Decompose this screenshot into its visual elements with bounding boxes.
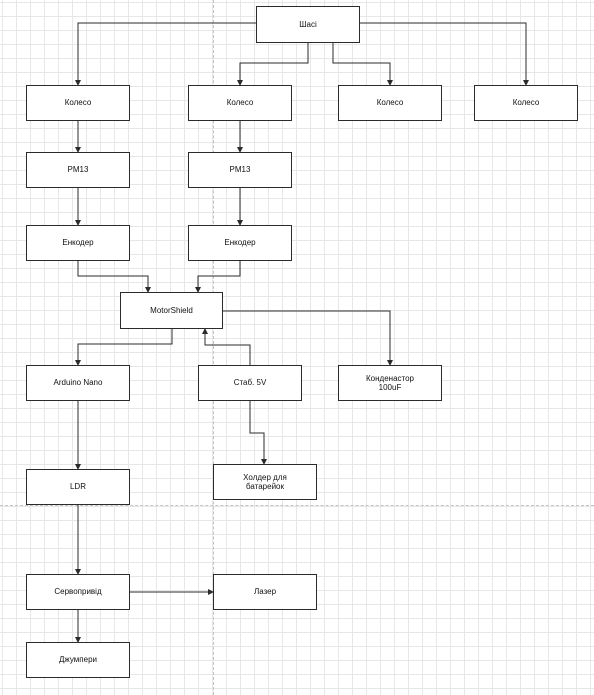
node-ldr: LDR: [26, 469, 130, 505]
edge-encoder1-to-motorshield: [77, 261, 151, 293]
node-motorshield: MotorShield: [120, 292, 223, 329]
node-arduino: Arduino Nano: [26, 365, 130, 401]
edge-stab5v-to-holder: [249, 401, 267, 465]
node-wheel3: Колесо: [338, 85, 442, 121]
edge-motorshield-to-capacitor: [223, 310, 393, 366]
node-stab5v: Стаб. 5V: [198, 365, 302, 401]
page-break-vertical: [213, 0, 214, 695]
node-chassis: Шасі: [256, 6, 360, 43]
node-capacitor: Конденастор 100uF: [338, 365, 442, 401]
edge-stab5v-to-motorshield: [202, 328, 251, 365]
node-encoder2: Енкодер: [188, 225, 292, 261]
edge-chassis-to-wheel3: [332, 43, 393, 86]
node-servo: Сервопривід: [26, 574, 130, 610]
node-pm13b: PM13: [188, 152, 292, 188]
node-pm13a: PM13: [26, 152, 130, 188]
node-wheel4: Колесо: [474, 85, 578, 121]
node-wheel1: Колесо: [26, 85, 130, 121]
edge-chassis-to-wheel4: [360, 22, 529, 86]
node-encoder1: Енкодер: [26, 225, 130, 261]
node-laser: Лазер: [213, 574, 317, 610]
edge-chassis-to-wheel2: [237, 43, 309, 86]
edge-chassis-to-wheel1: [75, 22, 256, 86]
node-wheel2: Колесо: [188, 85, 292, 121]
edge-encoder2-to-motorshield: [195, 261, 241, 293]
node-holder: Холдер для батарейок: [213, 464, 317, 500]
edge-motorshield-to-arduino: [75, 329, 173, 366]
page-break-horizontal: [0, 505, 594, 506]
node-jumpers: Джумпери: [26, 642, 130, 678]
